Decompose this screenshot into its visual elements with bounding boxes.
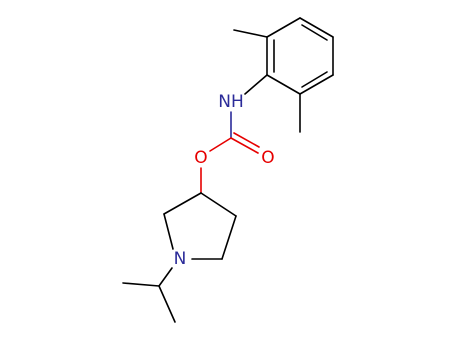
bond-n-isopropyl [158,267,173,287]
bond-ring-c2-c3-inner [301,24,328,41]
bond-ring-c5-c6 [266,74,301,95]
bond-isopropyl-ch3-right [158,285,176,323]
bond-methyl-top [233,29,268,38]
bond-ring-nh [244,74,268,95]
bond-ring-c1-c2 [266,17,301,38]
bond-carbonyl-o-2 [233,132,260,148]
bond-carbonyl-o-1 [230,137,259,154]
bond-isopropyl-ch3-left [122,282,160,287]
bond-pyr-n-c2 [163,213,174,250]
atom-label-ester-o: O [194,148,207,168]
bond-pyr-c3-c4 [200,192,237,217]
atom-label-ring-n: N [174,249,187,269]
atom-label-carbonyl-o: O [261,148,274,168]
bond-layer [122,17,334,323]
bond-pyr-c4-c5 [221,215,237,260]
bond-ring-c2-c3 [299,17,334,38]
bond-carbonyl-ester-o [209,137,232,152]
bond-ring-c4-c5 [299,74,334,95]
bond-pyr-c2-c3 [163,192,202,215]
atom-label-nh: NH [218,92,244,112]
bond-ring-c4-c5-inner [301,71,328,88]
